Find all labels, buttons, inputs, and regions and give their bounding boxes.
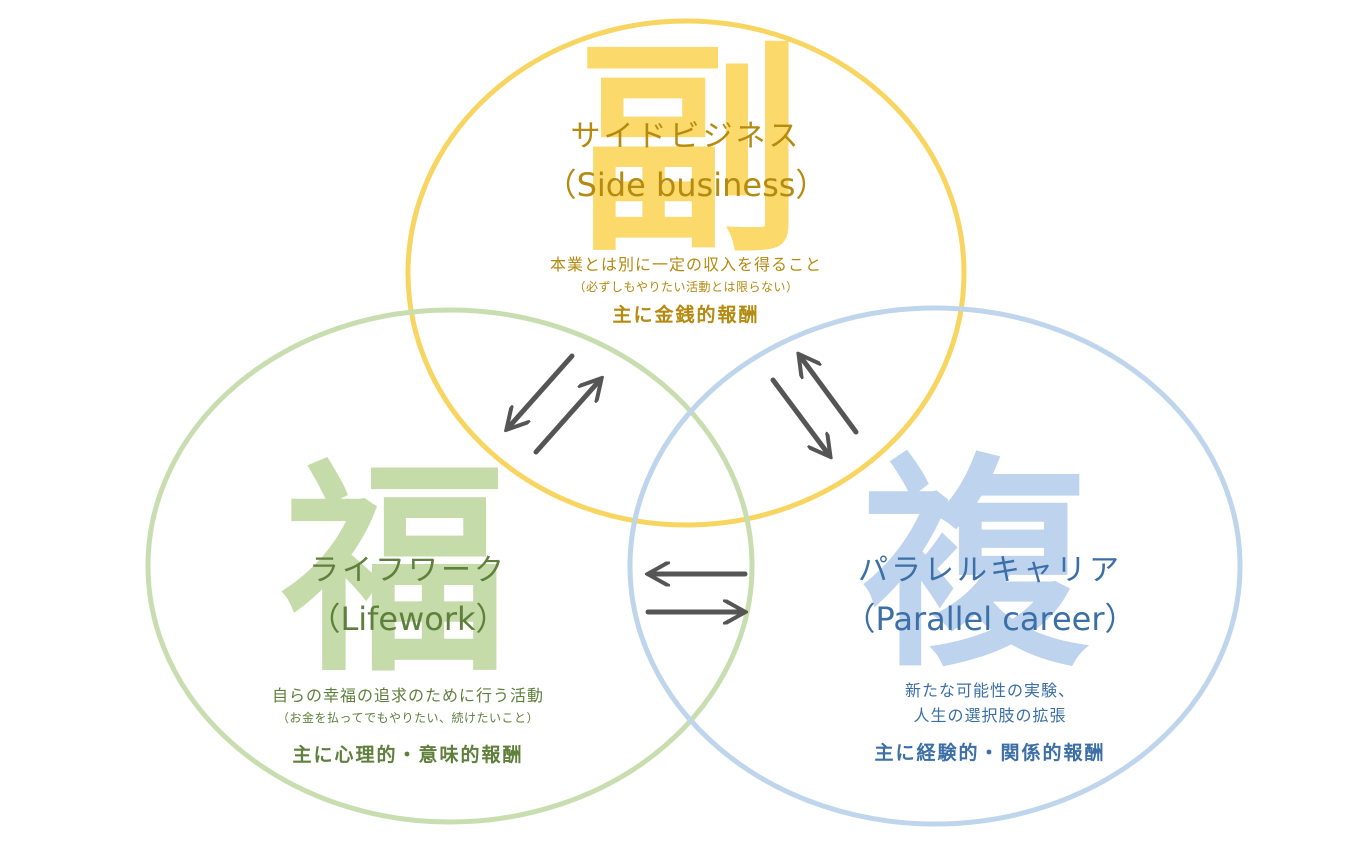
parallel-career-reward: 主に経験的・関係的報酬 [874, 742, 1106, 764]
side-business-description: 本業とは別に一定の収入を得ること [549, 255, 822, 274]
parallel-career-description-line1: 新たな可能性の実験、 [904, 681, 1075, 700]
side-business-note: （必ずしもやりたい活動とは限らない） [573, 280, 799, 294]
side-business-reward: 主に金銭的報酬 [612, 304, 760, 326]
lifework-title: ライフワーク [309, 553, 507, 588]
side-business-title: サイドビジネス [570, 119, 802, 154]
parallel-career-title: パラレルキャリア [858, 553, 1122, 588]
arrows-side-parallel [770, 356, 859, 455]
lifework-note: （お金を払ってでもやりたい、続けたいこと） [277, 711, 539, 725]
parallel-career-description-line2: 人生の選択肢の拡張 [913, 706, 1067, 725]
arrows-lifework-parallel [648, 574, 745, 612]
lifework-description: 自らの幸福の追求のために行う活動 [271, 686, 544, 705]
lifework-subtitle: （Lifework） [308, 600, 508, 638]
arrows-side-lifework [508, 353, 600, 455]
side-business-circle [405, 18, 967, 528]
parallel-career-circle [627, 305, 1243, 827]
lifework-reward: 主に心理的・意味的報酬 [292, 744, 524, 766]
side-business-subtitle: （Side business） [544, 166, 828, 204]
lifework-circle [145, 307, 755, 825]
lifework-kanji: 福 [282, 441, 508, 703]
side-business-kanji: 副 [577, 21, 803, 283]
parallel-career-kanji: 複 [862, 436, 1088, 698]
parallel-career-subtitle: （Parallel career） [843, 600, 1137, 638]
